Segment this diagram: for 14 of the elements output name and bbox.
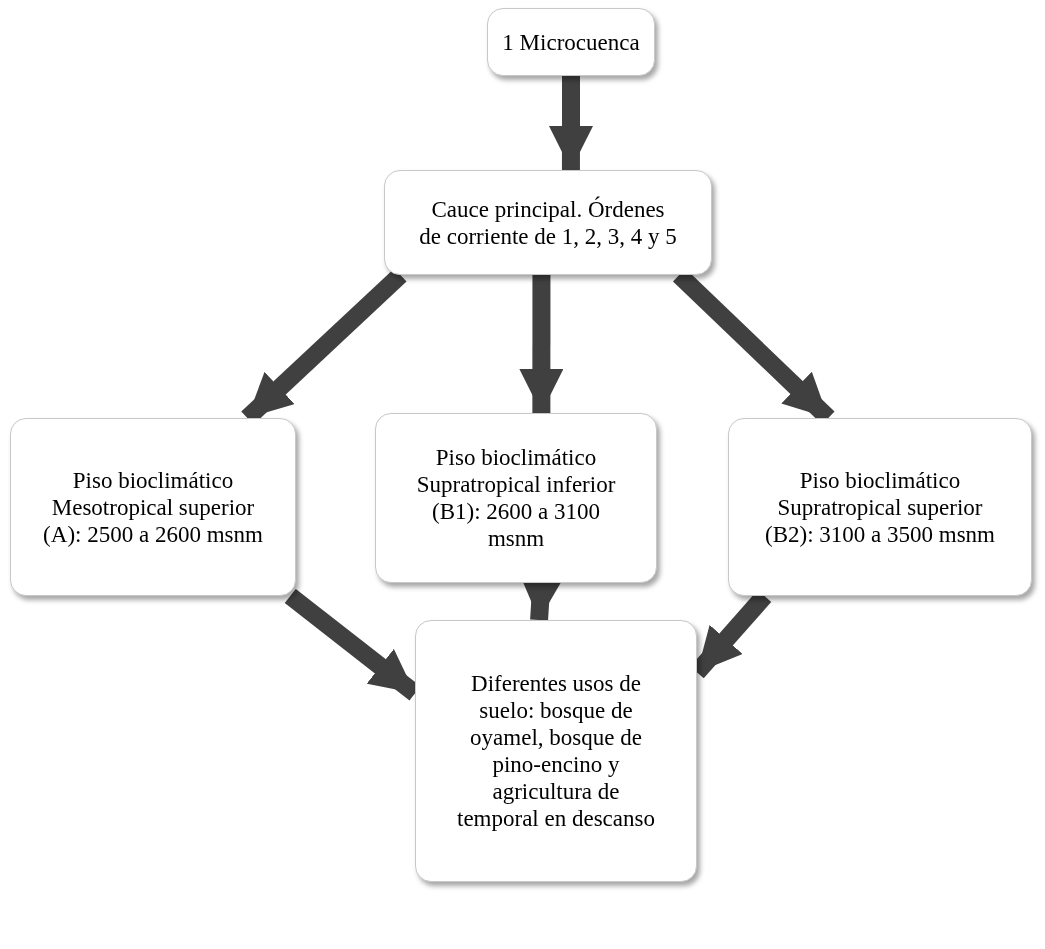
box-text: Diferentes usos de suelo: bosque de oyamel, bosque de pino-encino y agricultura de temporal en descanso <box>456 670 656 832</box>
process-box <box>487 8 655 76</box>
box-text: Piso bioclimático Mesotropical superior (A): 2500 a 2600 msnm <box>43 466 263 548</box>
box-text: Piso bioclimático Supratropical superior (B2): 3100 a 3500 msnm <box>765 466 995 548</box>
box-text: Cauce principal. Órdenes de corriente de 1, 2, 3, 4 y 5 <box>418 195 678 250</box>
process-box <box>728 418 1032 596</box>
process-box <box>375 413 657 583</box>
process-box <box>415 620 697 882</box>
box-text: Piso bioclimático Supratropical inferior (B1): 2600 a 3100 msnm <box>415 444 617 552</box>
arrow <box>519 275 564 413</box>
process-box <box>10 418 296 596</box>
process-box <box>384 170 712 275</box>
arrow <box>549 76 593 170</box>
box-text: 1 Microcuenca <box>502 28 640 56</box>
